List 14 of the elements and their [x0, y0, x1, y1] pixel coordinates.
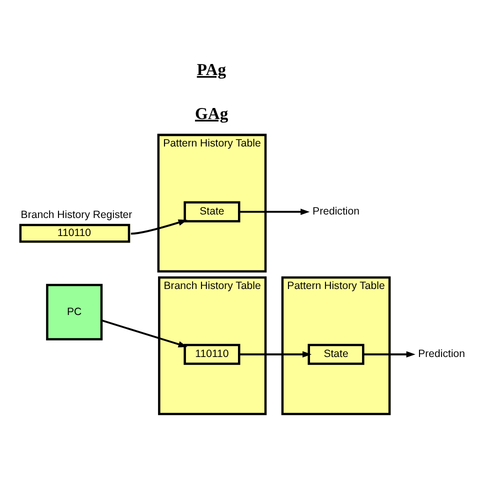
- node-text: Prediction: [312, 205, 360, 218]
- node-box: PC: [46, 283, 103, 340]
- node-text: Prediction: [418, 348, 466, 360]
- arrow: [363, 350, 416, 358]
- node-box: 110110: [184, 343, 240, 364]
- arrow: [239, 350, 312, 358]
- node-label: Branch History Register: [20, 208, 132, 221]
- node-box: State: [308, 343, 364, 364]
- node-box: State: [184, 200, 240, 222]
- arrow: [239, 208, 310, 215]
- arrow: [130, 219, 188, 234]
- label: GAg: [195, 103, 228, 122]
- label: PAg: [196, 60, 226, 79]
- arrow: [101, 319, 188, 347]
